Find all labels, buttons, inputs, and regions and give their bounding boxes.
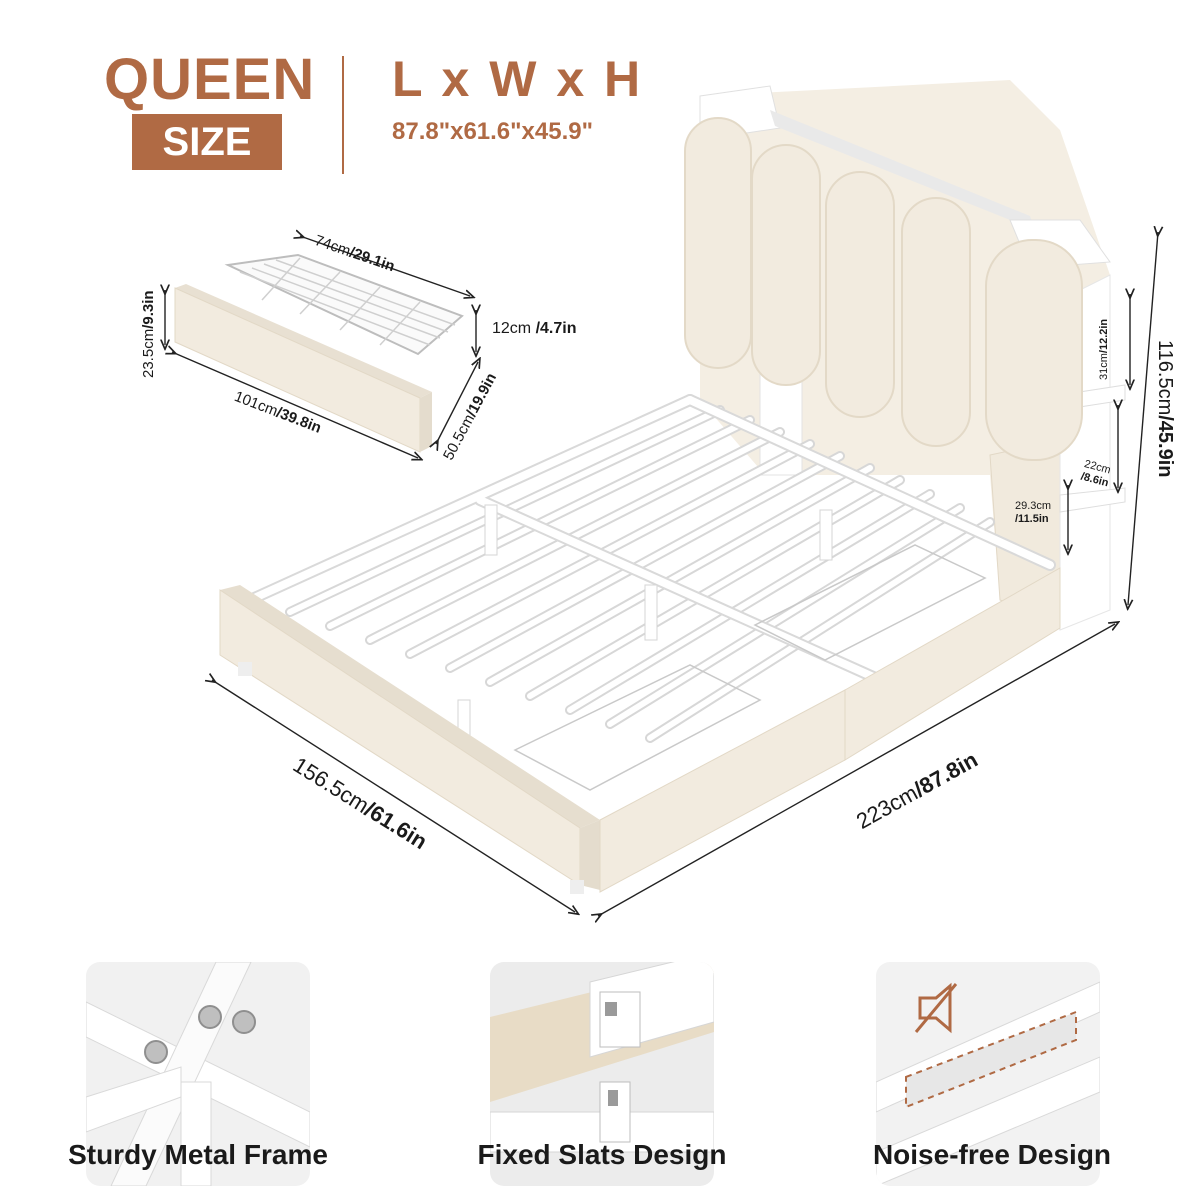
shelf-c-label: 29.3cm/11.5in bbox=[1015, 500, 1052, 525]
feature-thumb-metal-frame bbox=[86, 962, 310, 1186]
drawer-height-label: 23.5cm/9.3in bbox=[140, 290, 157, 378]
bed-illustration bbox=[0, 80, 1200, 940]
shelf-a-label: 31cm/12.2in bbox=[1098, 318, 1110, 380]
bolt-joint bbox=[86, 962, 310, 1186]
mute-icon bbox=[876, 962, 1100, 1186]
feature-caption-noise-free: Noise-free Design bbox=[872, 1139, 1112, 1170]
size-badge: SIZE bbox=[132, 114, 282, 170]
overall-dimensions: 87.8"x61.6"x45.9" bbox=[392, 118, 593, 145]
basket-height-label: 12cm /4.7in bbox=[492, 320, 577, 337]
slat-bracket bbox=[490, 962, 714, 1186]
header-divider bbox=[342, 56, 344, 174]
bed-dimension-lines bbox=[212, 232, 1158, 916]
bed-height-label: 116.5cm/45.9in bbox=[1154, 340, 1176, 478]
lwh-label: L x W x H bbox=[392, 51, 644, 107]
feature-thumb-fixed-slats bbox=[490, 962, 714, 1186]
queen-title: QUEEN bbox=[104, 47, 316, 112]
feature-caption-metal-frame: Sturdy Metal Frame bbox=[68, 1139, 328, 1170]
drawer-dimension-lines bbox=[165, 236, 478, 458]
feature-thumb-noise-free bbox=[876, 962, 1100, 1186]
feature-caption-fixed-slats: Fixed Slats Design bbox=[477, 1139, 727, 1170]
